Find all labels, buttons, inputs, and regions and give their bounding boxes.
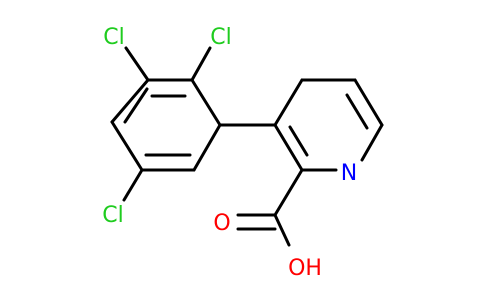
- bond: [124, 46, 150, 82]
- bond: [273, 213, 291, 247]
- oxygen-label: O: [213, 211, 230, 236]
- bond: [110, 120, 144, 172]
- bond: [122, 168, 144, 202]
- bond: [190, 46, 212, 82]
- bond: [273, 168, 304, 217]
- hydroxyl-label: OH: [288, 256, 322, 281]
- bond: [353, 78, 384, 127]
- bond: [360, 123, 384, 162]
- bond: [192, 123, 222, 172]
- chlorine-label: Cl: [103, 25, 124, 50]
- bond: [345, 93, 369, 130]
- bond: [273, 78, 304, 127]
- nitrogen-label: N: [341, 161, 357, 186]
- bonds: [110, 46, 384, 247]
- chlorine-label: Cl: [210, 25, 231, 50]
- bond: [273, 123, 304, 172]
- chlorine-label: Cl: [102, 203, 123, 228]
- bond: [190, 78, 222, 127]
- bond: [123, 87, 149, 124]
- bond: [288, 125, 309, 157]
- bond: [110, 78, 150, 124]
